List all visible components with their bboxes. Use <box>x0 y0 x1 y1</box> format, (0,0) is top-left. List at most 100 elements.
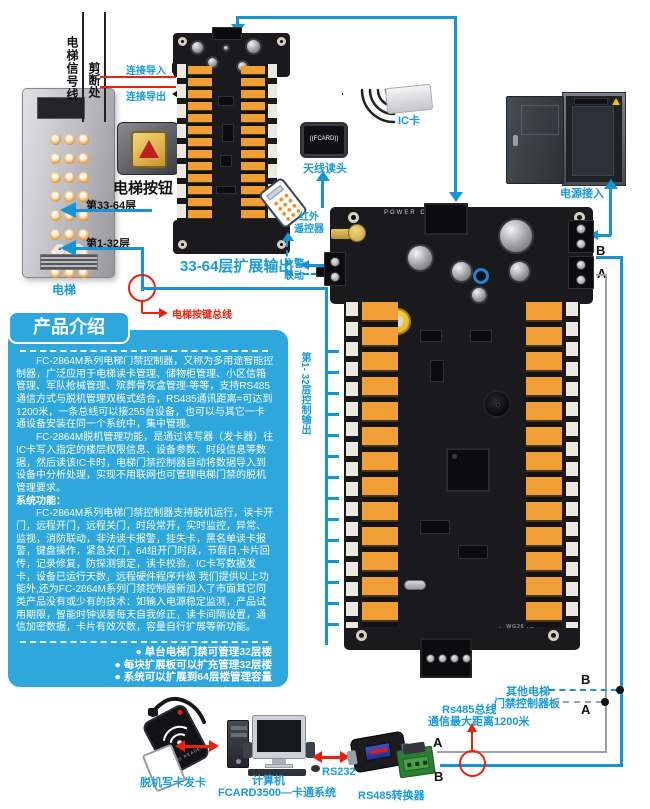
ir-remote-arrowhead <box>282 232 294 241</box>
floor-button-9[interactable]: 9 <box>78 229 89 240</box>
rs485-bus-label-1: Rs485总线 <box>442 704 497 716</box>
power-arrowhead-up <box>604 179 618 189</box>
elevator-button-image <box>117 122 179 175</box>
floor-button-6[interactable]: 6 <box>78 248 89 259</box>
fire-alarm-arrowhead <box>300 260 309 270</box>
up-arrow-icon <box>139 140 159 158</box>
pc-keyboard <box>248 769 306 776</box>
elevator-panel: 222324192021161718131415101112789456123 … <box>22 88 115 278</box>
floor-button-13[interactable]: 13 <box>50 191 61 202</box>
crossing-highlight-circle <box>459 750 486 777</box>
b-wire-top <box>596 256 622 259</box>
control-output-bus <box>325 287 328 645</box>
power-in-label: 电源接入 <box>560 188 604 200</box>
connect-out-wire <box>100 86 176 88</box>
antenna-connector <box>331 229 353 239</box>
intro-bullet: ● 系统可以扩展到64层楼管理容量 <box>114 671 272 684</box>
ic-card-image <box>384 83 434 115</box>
b-label-bottom: B <box>434 769 444 784</box>
fire-alarm-label-2: 联动 <box>284 271 304 282</box>
pc-converter-arrowhead-l <box>312 751 322 763</box>
floors-1-32-arrowhead <box>60 240 76 256</box>
mainboard-entry-arrowhead <box>449 192 463 202</box>
floor-button-1[interactable]: 1 <box>50 267 61 278</box>
computer-label: 计算机 <box>252 775 285 787</box>
floors-1-32-wire <box>74 247 144 250</box>
elevator-button-label: 电梯按钮 <box>113 180 174 197</box>
rs485-bus-leader <box>471 731 473 750</box>
a-label-mid: A <box>581 702 591 717</box>
signal-line-label: 电梯信号线 <box>65 36 79 101</box>
intro-divider-top <box>20 350 268 352</box>
control-output-label: 第1- 32层控制输出 <box>299 352 310 435</box>
power-box-door <box>506 96 564 184</box>
floor-button-20[interactable]: 20 <box>64 153 75 164</box>
ir-remote-wire-h <box>287 273 317 275</box>
panel-button-grid: 222324192021161718131415101112789456123 <box>28 127 111 279</box>
reader-arrowhead <box>316 171 330 181</box>
crystal <box>404 580 426 590</box>
power-terminal <box>568 220 594 253</box>
elevator-label: 电梯 <box>52 283 77 297</box>
fire-terminal <box>324 252 346 286</box>
intro-paragraph-3: FC-2864M系列电梯门禁控制器支持脱机运行，读卡开门，远程开门，远程关门，时… <box>16 508 274 634</box>
floor-button-17[interactable]: 17 <box>64 172 75 183</box>
writer-pc-arrowhead-r <box>209 740 219 752</box>
intro-bullet: ● 单台电梯门禁可管理32层楼 <box>135 646 272 658</box>
signal-wire-left <box>82 12 84 122</box>
floor-button-14[interactable]: 14 <box>64 191 75 202</box>
intro-divider-bottom <box>20 641 268 643</box>
other-elevator-dash <box>549 689 617 691</box>
key-bus-leader-h <box>142 312 160 314</box>
floor-button-15[interactable]: 15 <box>78 191 89 202</box>
key-bus-wire-h <box>144 287 328 290</box>
floor-button-22[interactable]: 22 <box>50 134 61 145</box>
floor-button-16[interactable]: 16 <box>50 172 61 183</box>
other-board-dash <box>552 701 602 703</box>
floor-button-12[interactable]: 12 <box>78 210 89 221</box>
a-wire-v <box>605 274 607 753</box>
floor-button-21[interactable]: 21 <box>78 153 89 164</box>
pc-speaker-right <box>306 742 315 758</box>
offline-writer-label: 脱机写卡发卡 <box>140 777 206 789</box>
main-top-connector <box>424 203 468 235</box>
rs485-bus-label-2: 通信最大距离1200米 <box>428 716 530 728</box>
antenna-reader-label: 天线读头 <box>303 163 347 175</box>
expansion-link-wire-h <box>236 16 457 19</box>
floor-button-3[interactable]: 3 <box>78 267 89 278</box>
pc-converter-link <box>321 756 341 759</box>
system-label: FCARD3500—卡通系统 <box>218 787 336 799</box>
floor-button-10[interactable]: 10 <box>50 210 61 221</box>
rs485-terminal <box>568 256 594 289</box>
pc-mouse <box>311 765 320 772</box>
other-board-label: 门禁控制器板 <box>494 698 560 710</box>
floor-button-18[interactable]: 18 <box>78 172 89 183</box>
floor-button-7[interactable]: 7 <box>50 229 61 240</box>
reader-wire <box>321 180 324 208</box>
cut-point-label: 剪断处 <box>87 62 101 98</box>
writer-pc-link <box>184 745 210 748</box>
other-elevator-label: 其他电梯 <box>506 686 550 698</box>
connect-in-label: 连接导入 <box>126 66 166 77</box>
wg26-silk: ← WG26 IN <box>498 624 534 630</box>
b-junction-dot <box>616 686 624 694</box>
floor-button-8[interactable]: 8 <box>64 229 75 240</box>
floor-button-19[interactable]: 19 <box>50 153 61 164</box>
warning-triangle-icon <box>612 98 620 105</box>
antenna-reader-image: ((FCARD)) <box>300 122 348 158</box>
a-wire-top <box>596 274 607 276</box>
expansion-relays-left <box>188 66 212 220</box>
floor-button-24[interactable]: 24 <box>78 134 89 145</box>
main-relays-left <box>362 302 398 627</box>
inductor <box>473 268 489 284</box>
product-intro-title: 产品介绍 <box>8 311 130 344</box>
floor-button-2[interactable]: 2 <box>64 267 75 278</box>
panel-up-button[interactable]: ▲ <box>54 244 66 255</box>
ir-remote-label-1: 红外 <box>299 212 319 223</box>
a-junction-dot <box>601 698 609 706</box>
a-label-top: A <box>597 266 606 281</box>
floor-button-23[interactable]: 23 <box>64 134 75 145</box>
